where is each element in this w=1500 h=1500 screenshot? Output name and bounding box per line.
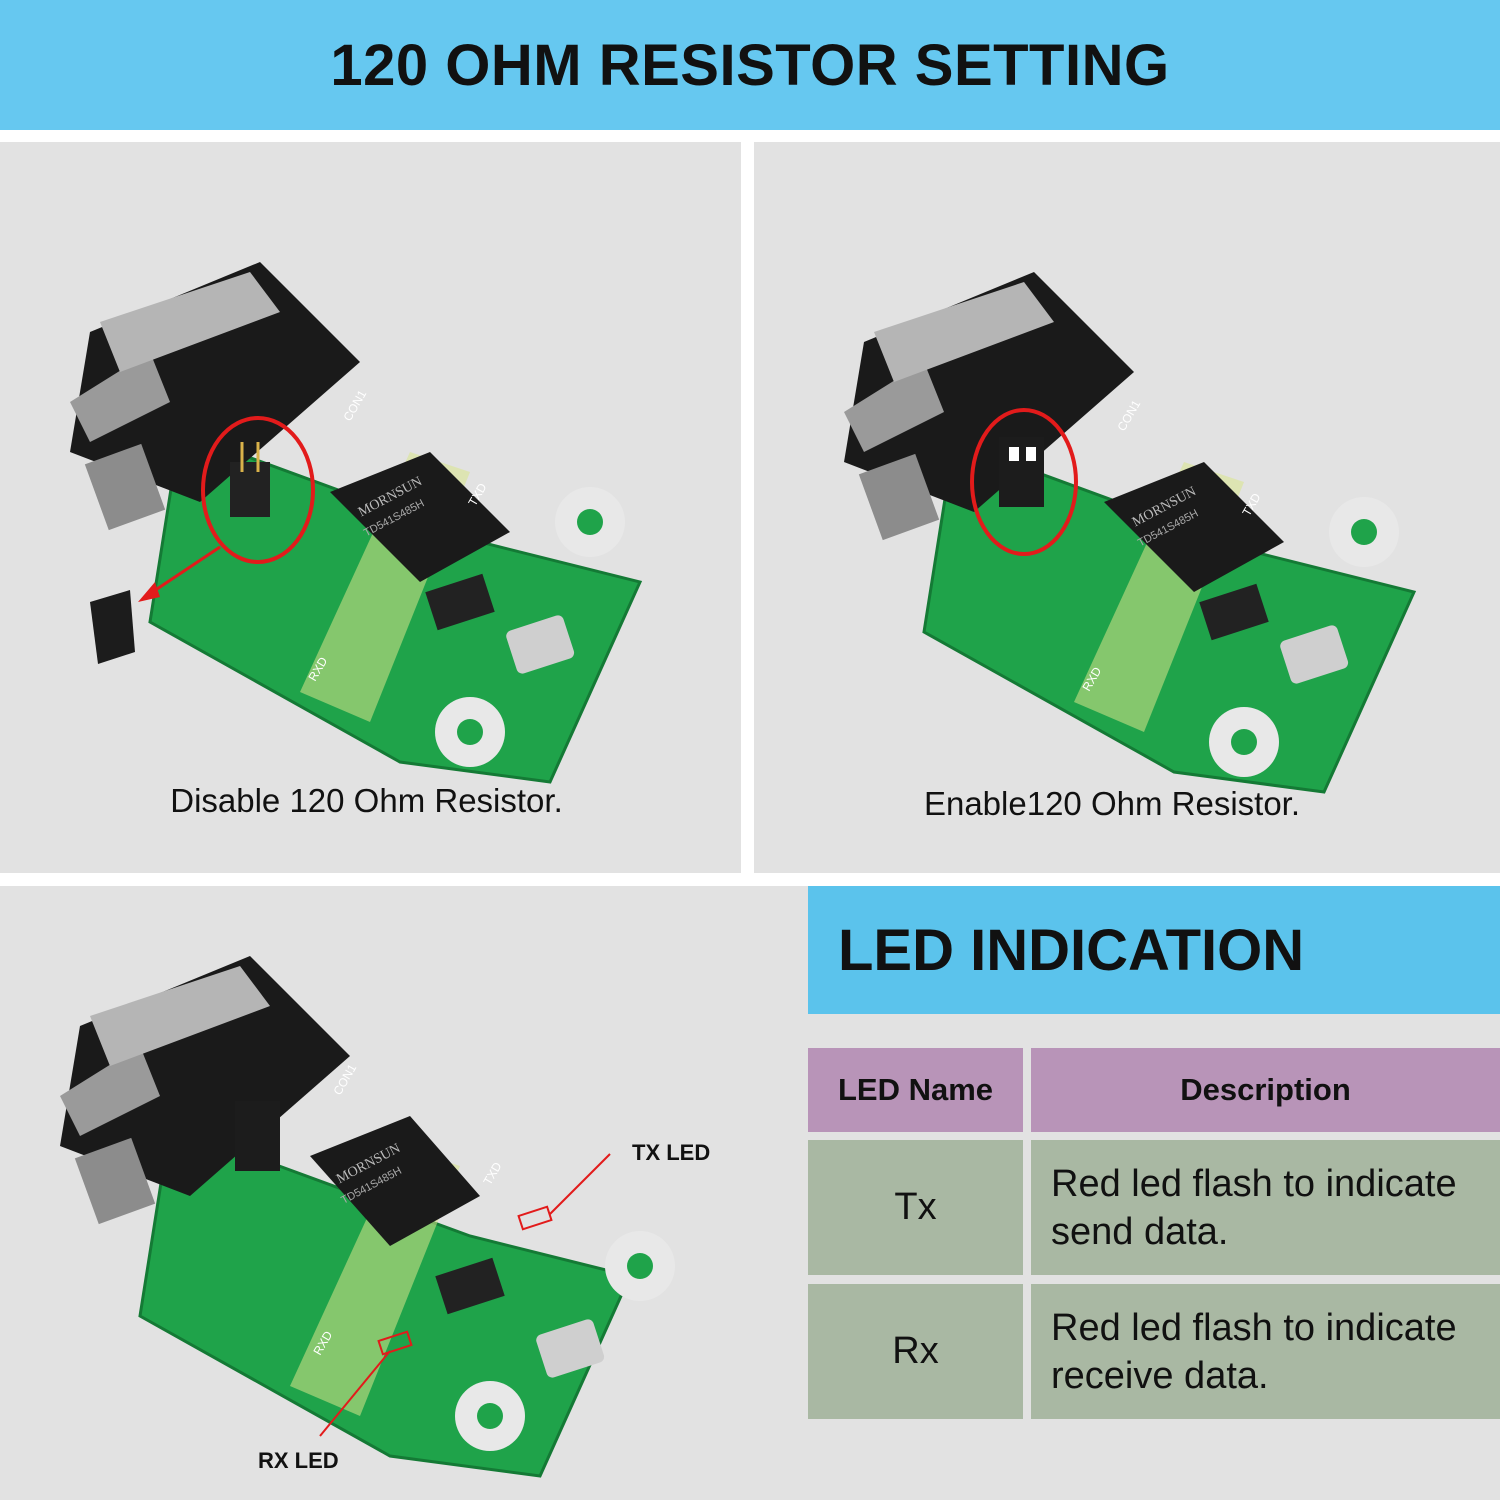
rx-desc-line2: receive data. bbox=[1051, 1354, 1269, 1397]
top-banner: 120 OHM RESISTOR SETTING bbox=[0, 0, 1500, 130]
board-photo-enable: MORNSUN TD541S485H CON1 TXD RXD bbox=[844, 272, 1417, 794]
page-title: 120 OHM RESISTOR SETTING bbox=[330, 32, 1170, 98]
silk-con: CON1 bbox=[340, 387, 369, 423]
caption-disable: Disable 120 Ohm Resistor. bbox=[170, 782, 563, 819]
tx-desc-line1: Red led flash to indicate bbox=[1051, 1162, 1457, 1205]
rx-led-callout: RX LED bbox=[258, 1448, 339, 1473]
tx-led-callout: TX LED bbox=[632, 1140, 711, 1165]
silk-txd: TXD bbox=[1239, 490, 1263, 518]
tx-desc-line2: send data. bbox=[1051, 1210, 1229, 1253]
led-indication-title: LED INDICATION bbox=[838, 917, 1305, 983]
silk-txd: TXD bbox=[480, 1159, 504, 1187]
table-row-tx-description: Red led flash to indicate send data. bbox=[1031, 1140, 1500, 1275]
table-header-description: Description bbox=[1031, 1048, 1500, 1132]
rx-desc-line1: Red led flash to indicate bbox=[1051, 1306, 1457, 1349]
table-row-tx-name: Tx bbox=[808, 1140, 1023, 1275]
led-indication-header: LED INDICATION bbox=[808, 886, 1500, 1014]
board-photo-disable: MORNSUN TD541S485H CON1 TXD RXD bbox=[70, 262, 643, 784]
table-row-rx-description: Red led flash to indicate receive data. bbox=[1031, 1284, 1500, 1419]
board-photo-leds: MORNSUN TD541S485H CON1 TXD RXD bbox=[60, 956, 675, 1478]
table-header-led-name: LED Name bbox=[808, 1048, 1023, 1132]
silk-con: CON1 bbox=[1114, 397, 1143, 433]
panel-disable-resistor: MORNSUN TD541S485H CON1 TXD RXD Disable … bbox=[0, 142, 741, 873]
caption-enable: Enable120 Ohm Resistor. bbox=[923, 785, 1301, 822]
silk-txd: TXD bbox=[465, 480, 489, 508]
table-row-rx-name: Rx bbox=[808, 1284, 1023, 1419]
panel-enable-resistor: MORNSUN TD541S485H CON1 TXD RXD Enable12… bbox=[754, 142, 1500, 873]
